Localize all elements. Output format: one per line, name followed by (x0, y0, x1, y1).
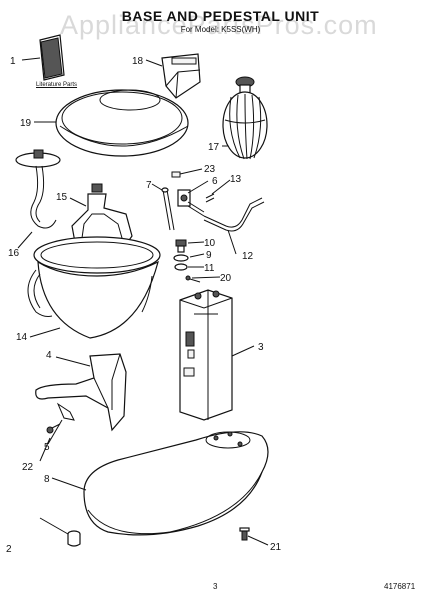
wire-whip (222, 76, 268, 160)
watermark: AppliancePartsPros.com (60, 10, 378, 40)
dough-hook (15, 149, 61, 229)
callout-23: 23 (204, 164, 216, 175)
callout-6: 6 (212, 176, 218, 187)
callout-22: 22 (22, 462, 34, 473)
document-number: 4176871 (384, 582, 416, 591)
callout-7: 7 (146, 180, 152, 191)
leader-lines (17, 57, 269, 546)
shield-chute (161, 53, 201, 99)
base-plate (83, 431, 269, 536)
callout-5: 5 (44, 442, 50, 453)
callout-1: 1 (10, 56, 16, 67)
callout-4: 4 (46, 350, 52, 361)
callout-3: 3 (258, 342, 264, 353)
callout-21: 21 (270, 542, 282, 553)
literature-booklet (39, 34, 65, 81)
rod-pin-clip (161, 171, 205, 231)
callout-2: 2 (6, 544, 12, 555)
callout-13: 13 (230, 174, 242, 185)
callout-18: 18 (132, 56, 144, 67)
mixing-bowl (27, 236, 161, 339)
callout-15: 15 (56, 192, 68, 203)
foot-and-screw (67, 527, 250, 547)
callout-9: 9 (206, 250, 212, 261)
lift-handle (203, 193, 265, 232)
callout-10: 10 (204, 238, 216, 249)
callout-17: 17 (208, 142, 220, 153)
callout-20: 20 (220, 273, 232, 284)
callout-16: 16 (8, 248, 20, 259)
fasteners-stack (173, 239, 201, 283)
callout-11: 11 (204, 263, 215, 274)
callout-14: 14 (16, 332, 28, 343)
pedestal-column (179, 289, 233, 421)
bowl-support (35, 353, 127, 434)
callout-19: 19 (20, 118, 32, 129)
pouring-shield (55, 89, 189, 157)
callout-12: 12 (242, 251, 254, 262)
page-number: 3 (213, 582, 218, 591)
literature-label: Literature Parts (36, 82, 78, 88)
diagram-title: BASE AND PEDESTAL UNIT (121, 8, 320, 24)
diagram-subtitle: For Model: K5SS(WH) (180, 25, 261, 34)
callout-numbers: 1 2 3 4 5 6 7 8 9 10 11 12 13 14 15 16 1… (6, 56, 282, 555)
callout-8: 8 (44, 474, 50, 485)
